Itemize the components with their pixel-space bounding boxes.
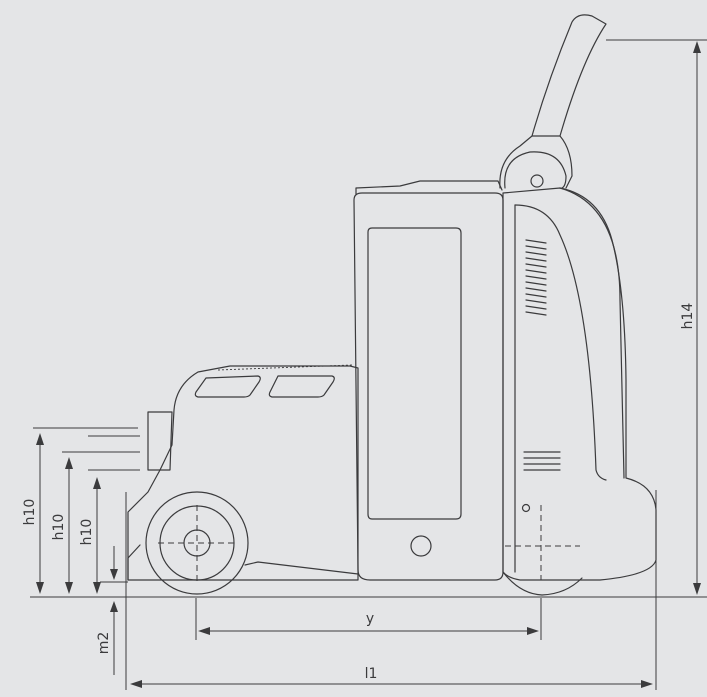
pivot-bolt [530,174,544,188]
handle-arm [499,14,607,189]
rear-shell-edge [559,187,625,479]
label-h14: h14 [680,303,696,330]
dimension-h14: h14 [680,41,701,595]
dimension-h10-outer: h10 [22,433,44,594]
underbody [244,561,359,575]
dimension-h10-inner: h10 [79,477,101,594]
rear-housing [502,187,657,581]
handle-pivot [504,151,567,189]
rear-contour [514,204,607,481]
label-m2: m2 [96,632,112,655]
front-skirt [127,544,141,581]
front-extension-lines [33,39,707,690]
tank-tower [353,192,504,581]
rear-wheel [502,571,583,596]
label-h10-inner: h10 [79,519,95,546]
indicator-light [521,503,531,513]
clearance-arrow [110,546,118,580]
dimension-m2: m2 [96,601,118,675]
upper-louvers [525,239,547,316]
dimension-h10-middle: h10 [51,457,73,594]
label-h10-outer: h10 [22,499,38,526]
centre-marks [158,505,580,582]
label-y: y [366,611,374,627]
dimension-l1: l1 [130,666,653,688]
front-hood [127,365,359,581]
drain-cap [410,535,432,557]
tank-lid [355,180,503,195]
dimension-y: y [198,611,539,635]
hood-vent-right [268,375,335,398]
lower-louvers [523,451,561,471]
label-h10-middle: h10 [51,514,67,541]
hood-vent-left [194,375,261,398]
machine-outline [127,14,657,596]
front-bumper [147,411,173,471]
tank-panel [367,227,462,520]
label-l1: l1 [365,666,378,682]
